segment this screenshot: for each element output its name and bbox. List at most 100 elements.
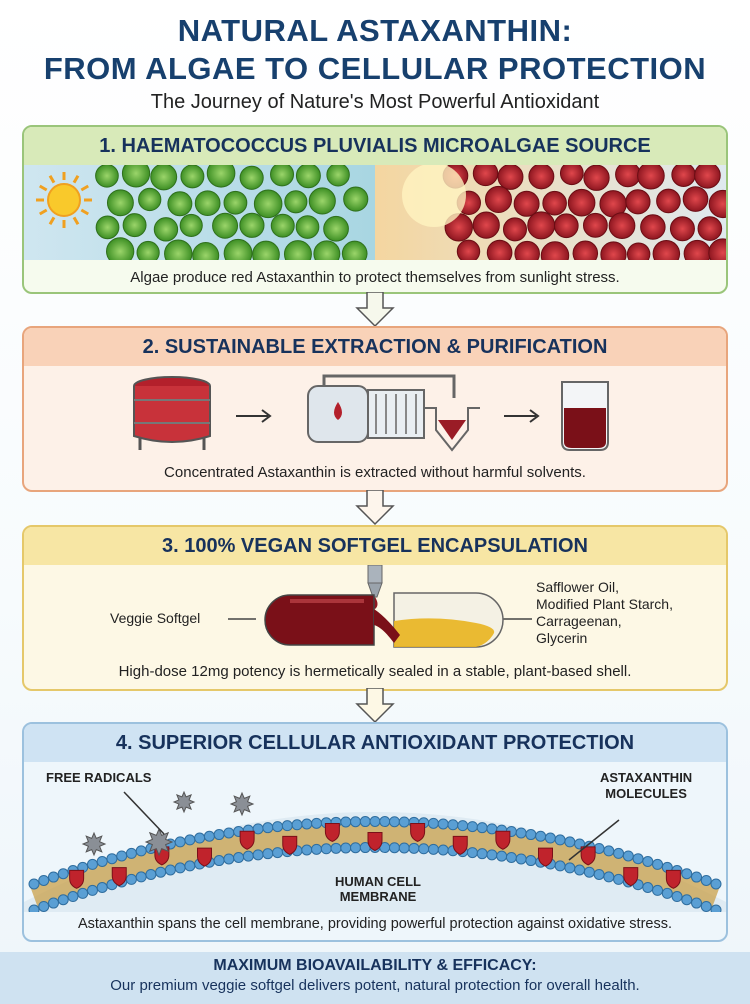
ingredient-item: Safflower Oil,	[536, 579, 619, 595]
green-algae-cell	[308, 187, 336, 215]
green-algae-cell	[95, 165, 119, 188]
step-1-title: 1. HAEMATOCOCCUS PLUVIALIS MICROALGAE SO…	[24, 127, 726, 165]
step-3-caption: High-dose 12mg potency is hermetically s…	[118, 663, 632, 680]
red-algae-cell	[528, 165, 555, 190]
red-algae-cell	[669, 216, 695, 242]
down-arrow-icon	[355, 490, 395, 526]
astaxanthin-molecules	[69, 822, 681, 889]
green-algae-cell	[206, 165, 236, 188]
red-algae-cells	[442, 165, 726, 260]
green-algae-cell	[106, 189, 134, 217]
red-algae-cell	[484, 185, 513, 213]
red-algae-cell	[708, 238, 726, 260]
green-algae-cell	[194, 190, 221, 217]
red-algae-cell	[542, 190, 567, 216]
cell-membrane-illustration	[24, 790, 726, 912]
ingredient-item: Carrageenan,	[536, 613, 622, 629]
down-arrow-icon	[355, 688, 395, 724]
red-algae-cell	[608, 212, 636, 240]
red-algae-cell	[540, 241, 570, 260]
red-algae-cell	[656, 188, 681, 214]
red-algae-cell	[514, 240, 540, 260]
astaxanthin-shield-icon	[367, 832, 383, 852]
green-algae-cell	[138, 187, 162, 212]
green-algae-cell	[212, 212, 239, 239]
red-algae-cell	[697, 216, 723, 241]
footer-heading: MAXIMUM BIOAVAILABILITY & EFFICACY:	[213, 957, 537, 974]
green-algae-cell	[323, 215, 349, 242]
astaxanthin-shield-icon	[197, 847, 212, 867]
softgel-illustration	[228, 565, 532, 648]
free-radical-icon	[144, 827, 174, 857]
astaxanthin-shield-icon	[665, 869, 681, 889]
red-algae-cell	[502, 217, 527, 242]
red-algae-cell	[626, 242, 651, 260]
astaxanthin-shield-icon	[452, 835, 468, 855]
astaxanthin-shield-icon	[495, 830, 511, 850]
algae-illustration	[24, 165, 726, 260]
astaxanthin-shield-icon	[111, 867, 127, 887]
ingredients-list: Safflower Oil, Modified Plant Starch, Ca…	[536, 579, 673, 647]
green-algae-cell	[283, 240, 312, 260]
green-algae-cell	[284, 190, 308, 214]
astaxanthin-shield-icon	[324, 822, 340, 843]
green-algae-cell	[270, 213, 295, 238]
red-algae-cell	[472, 211, 500, 239]
green-algae-cell	[239, 165, 264, 190]
human-cell-membrane-label: HUMAN CELL MEMBRANE	[335, 874, 421, 904]
red-algae-cell	[553, 213, 579, 239]
green-algae-cell	[180, 165, 205, 189]
sunburst-glow-icon	[402, 165, 466, 227]
step-1-caption: Algae produce red Astaxanthin to protect…	[130, 269, 620, 286]
step-1-card: 1. HAEMATOCOCCUS PLUVIALIS MICROALGAE SO…	[22, 125, 728, 294]
step-2-title: 2. SUSTAINABLE EXTRACTION & PURIFICATION	[24, 328, 726, 366]
free-radical-icon	[172, 790, 196, 814]
astaxanthin-shield-icon	[69, 869, 85, 889]
red-algae-cell	[456, 239, 481, 260]
red-algae-cell	[652, 240, 681, 260]
step-4-title: 4. SUPERIOR CELLULAR ANTIOXIDANT PROTECT…	[24, 724, 726, 762]
green-algae-cell	[150, 165, 178, 191]
red-algae-cell	[600, 241, 627, 260]
page-subtitle: The Journey of Nature's Most Powerful An…	[150, 91, 600, 113]
green-algae-cell	[153, 217, 179, 242]
ingredient-item: Modified Plant Starch,	[536, 596, 673, 612]
red-algae-cell	[640, 214, 666, 240]
red-algae-cell	[486, 239, 513, 260]
red-algae-cell	[527, 211, 556, 240]
red-algae-cell	[559, 165, 584, 186]
green-algae-cell	[295, 215, 320, 239]
step-3-card: 3. 100% VEGAN SOFTGEL ENCAPSULATION Vegg…	[22, 525, 728, 691]
red-algae-cell	[572, 240, 599, 260]
green-algae-cells	[95, 165, 369, 260]
red-algae-cell	[682, 186, 709, 212]
page-title-line-2: FROM ALGAE TO CELLULAR PROTECTION	[43, 51, 707, 86]
astaxanthin-shield-icon	[282, 835, 298, 855]
right-arrow-icon	[504, 409, 540, 423]
red-algae-cell	[694, 165, 721, 189]
sun-icon	[36, 172, 92, 228]
astaxanthin-shield-icon	[410, 822, 426, 843]
green-algae-cell	[122, 213, 147, 238]
footer-text: Our premium veggie softgel delivers pote…	[110, 977, 640, 994]
free-radicals-label: FREE RADICALS	[46, 770, 152, 785]
red-algae-cell	[625, 189, 651, 215]
astaxanthin-shield-icon	[239, 830, 255, 850]
step-2-card: 2. SUSTAINABLE EXTRACTION & PURIFICATION	[22, 326, 728, 492]
red-algae-cell	[671, 165, 696, 187]
astaxanthin-shield-icon	[580, 846, 596, 866]
green-algae-cell	[295, 165, 321, 189]
algae-vat-icon	[133, 376, 211, 450]
green-algae-cell	[164, 239, 193, 260]
red-algae-cell	[567, 188, 596, 217]
free-radical-icon	[81, 831, 107, 857]
green-algae-cell	[341, 240, 368, 260]
down-arrow-icon	[355, 292, 395, 328]
astaxanthin-molecules-label: ASTAXANTHIN MOLECULES	[600, 770, 693, 801]
green-algae-cell	[343, 186, 369, 212]
step-4-card: 4. SUPERIOR CELLULAR ANTIOXIDANT PROTECT…	[22, 722, 728, 942]
green-algae-cell	[223, 238, 253, 260]
green-algae-cell	[239, 212, 265, 238]
footer-banner: MAXIMUM BIOAVAILABILITY & EFFICACY: Our …	[0, 952, 750, 1004]
astaxanthin-shield-icon	[623, 867, 639, 887]
